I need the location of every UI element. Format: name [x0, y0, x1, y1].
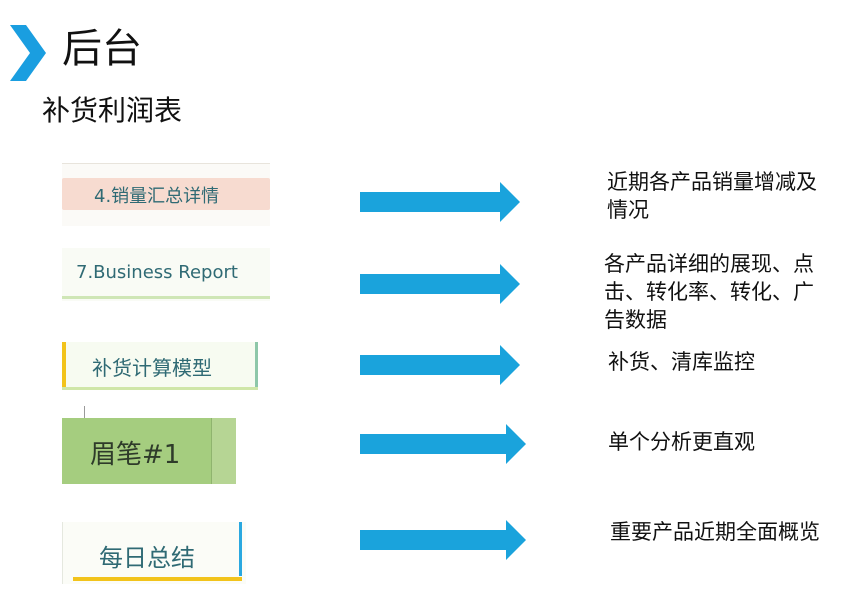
chevron-right-icon — [10, 25, 46, 81]
sheet-tab-replenishment-model[interactable]: 补货计算模型 — [62, 342, 258, 390]
sheet-tab-eyebrow-pencil[interactable]: 眉笔#1 — [62, 418, 236, 484]
row-description: 补货、清库监控 — [608, 350, 755, 374]
sheet-tab-sales-summary[interactable]: 4.销量汇总详情 — [62, 163, 270, 226]
tab-label: 每日总结 — [99, 544, 195, 572]
tab-label: 眉笔#1 — [90, 440, 181, 470]
row-description: 近期各产品销量增减及情况 — [607, 170, 817, 222]
tab-bottom-accent — [73, 577, 242, 581]
sheet-tab-daily-summary[interactable]: 每日总结 — [62, 522, 246, 584]
tab-label: 7.Business Report — [76, 262, 238, 283]
tab-right-accent — [239, 522, 242, 576]
row-description: 各产品详细的展现、点击、转化率、转化、广告数据 — [604, 252, 814, 332]
arrow-right-icon — [360, 264, 520, 304]
row-description: 单个分析更直观 — [608, 430, 755, 454]
page-subtitle: 补货利润表 — [42, 94, 183, 127]
arrow-right-icon — [360, 182, 520, 222]
row-description: 重要产品近期全面概览 — [610, 520, 820, 544]
tab-label: 补货计算模型 — [92, 356, 212, 380]
tab-left-accent — [62, 342, 66, 387]
tab-right-accent — [255, 342, 258, 387]
tab-label: 4.销量汇总详情 — [94, 186, 220, 207]
divider — [84, 406, 85, 420]
tab-side-panel — [211, 418, 236, 484]
tab-highlight — [62, 178, 270, 210]
arrow-right-icon — [360, 345, 520, 385]
tab-underline — [62, 296, 270, 299]
page-title: 后台 — [62, 26, 142, 72]
sheet-tab-business-report[interactable]: 7.Business Report — [62, 248, 270, 301]
arrow-right-icon — [360, 520, 526, 560]
arrow-right-icon — [360, 424, 526, 464]
